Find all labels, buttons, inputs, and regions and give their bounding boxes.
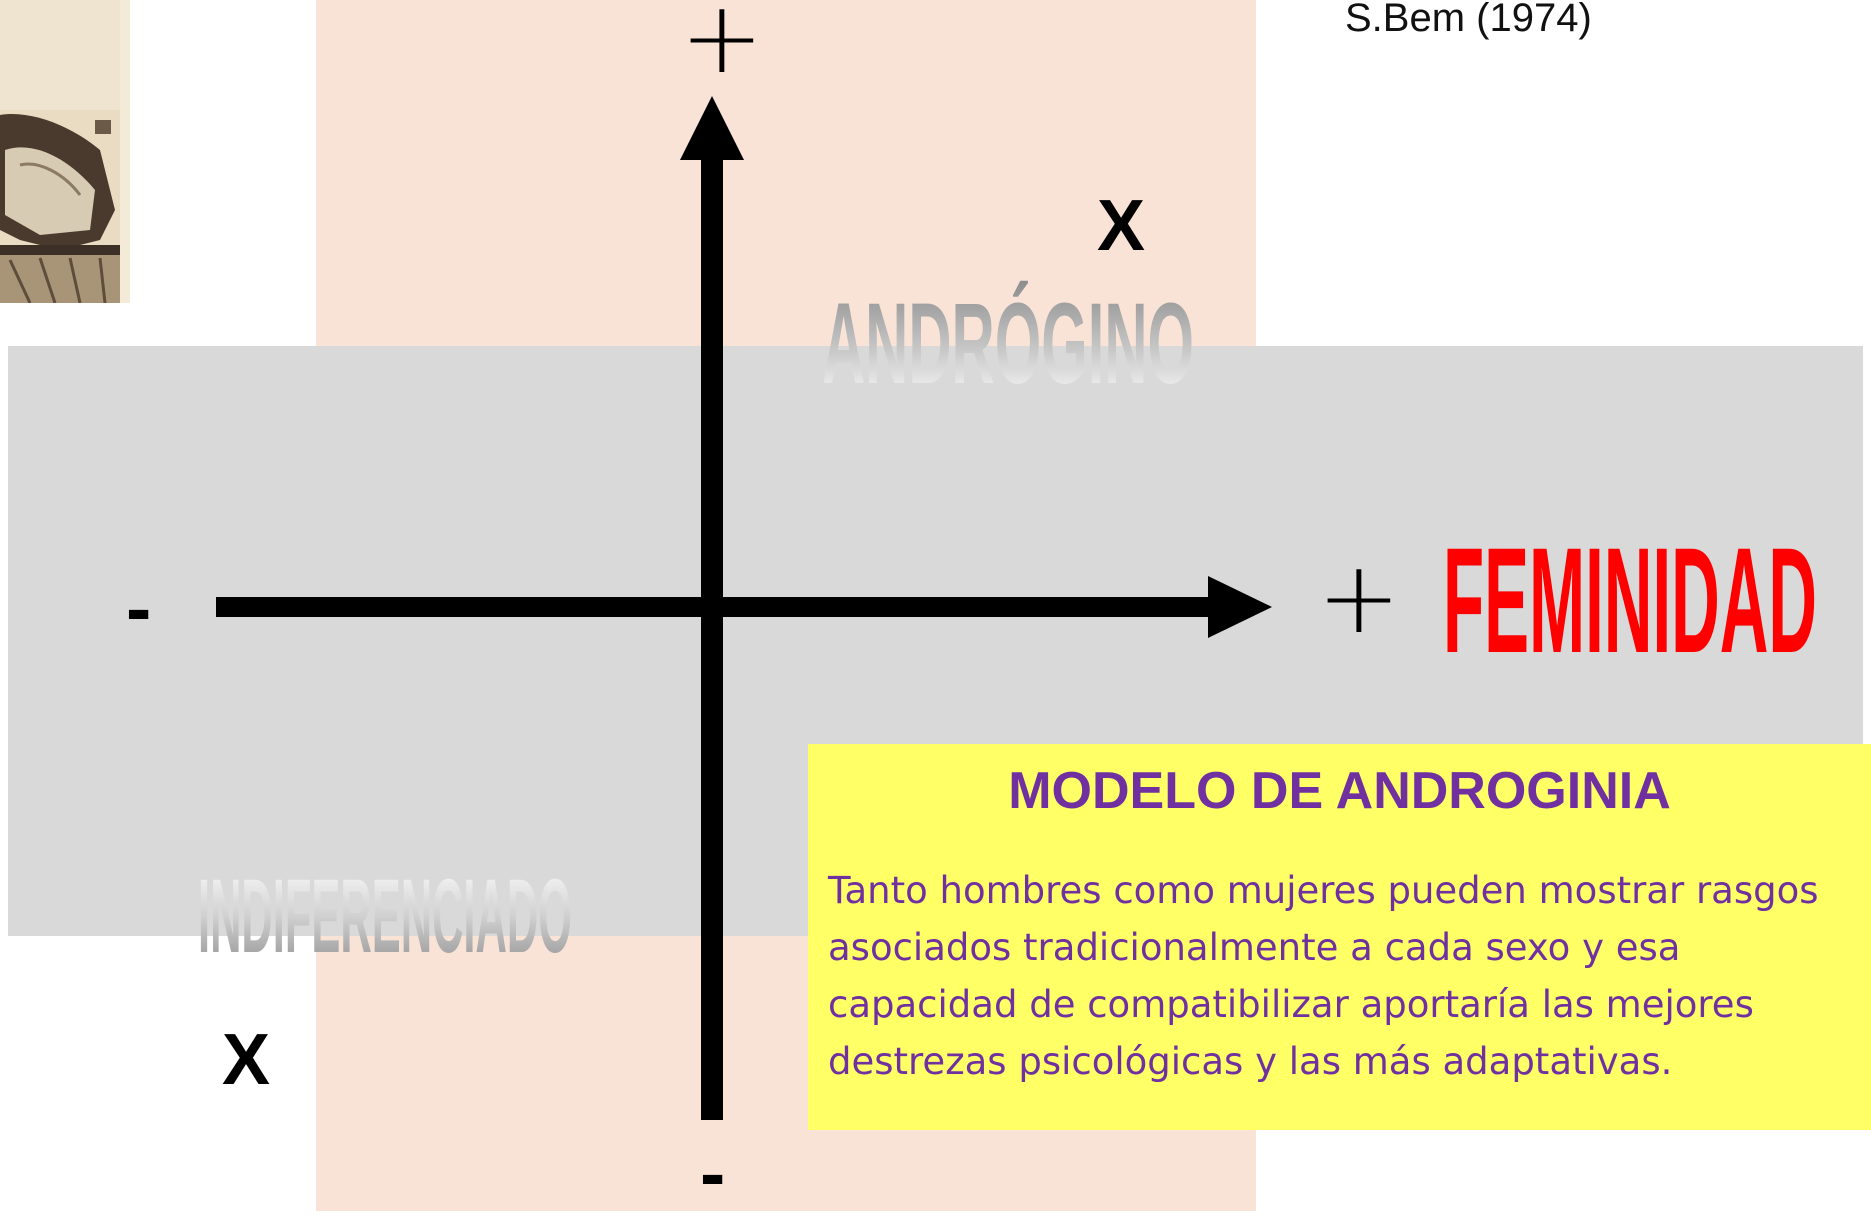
info-box-title: MODELO DE ANDROGINIA xyxy=(1008,762,1671,820)
vertical-axis-minus-sign: - xyxy=(700,1131,726,1216)
androgino-label-graphic: ANDRÓGINO xyxy=(822,280,1194,400)
info-box-body: Tanto hombres como mujeres pueden mostra… xyxy=(828,869,1819,1084)
indiferenciado-label-graphic: INDIFERENCIADO xyxy=(198,858,572,962)
androgino-mark: X xyxy=(1097,186,1146,266)
info-box: MODELO DE ANDROGINIA Tanto hombres como … xyxy=(808,744,1871,1130)
indiferenciado-label: INDIFERENCIADO xyxy=(198,858,572,962)
vertical-axis-arrowhead xyxy=(680,96,744,160)
photo-thumbnail xyxy=(0,0,130,303)
vertical-axis-plus-sign: + xyxy=(680,0,764,96)
horizontal-axis-arrowhead xyxy=(1208,576,1272,638)
horizontal-axis-plus-sign: + xyxy=(1317,539,1401,656)
feminidad-label: FEMINIDAD xyxy=(1443,528,1817,668)
citation: S.Bem (1974) xyxy=(1345,0,1592,40)
androgino-label: ANDRÓGINO xyxy=(822,280,1194,400)
indiferenciado-mark: X xyxy=(222,1020,271,1100)
horizontal-axis-minus-sign: - xyxy=(126,566,152,651)
feminidad-label-graphic: FEMINIDAD xyxy=(1443,528,1817,668)
